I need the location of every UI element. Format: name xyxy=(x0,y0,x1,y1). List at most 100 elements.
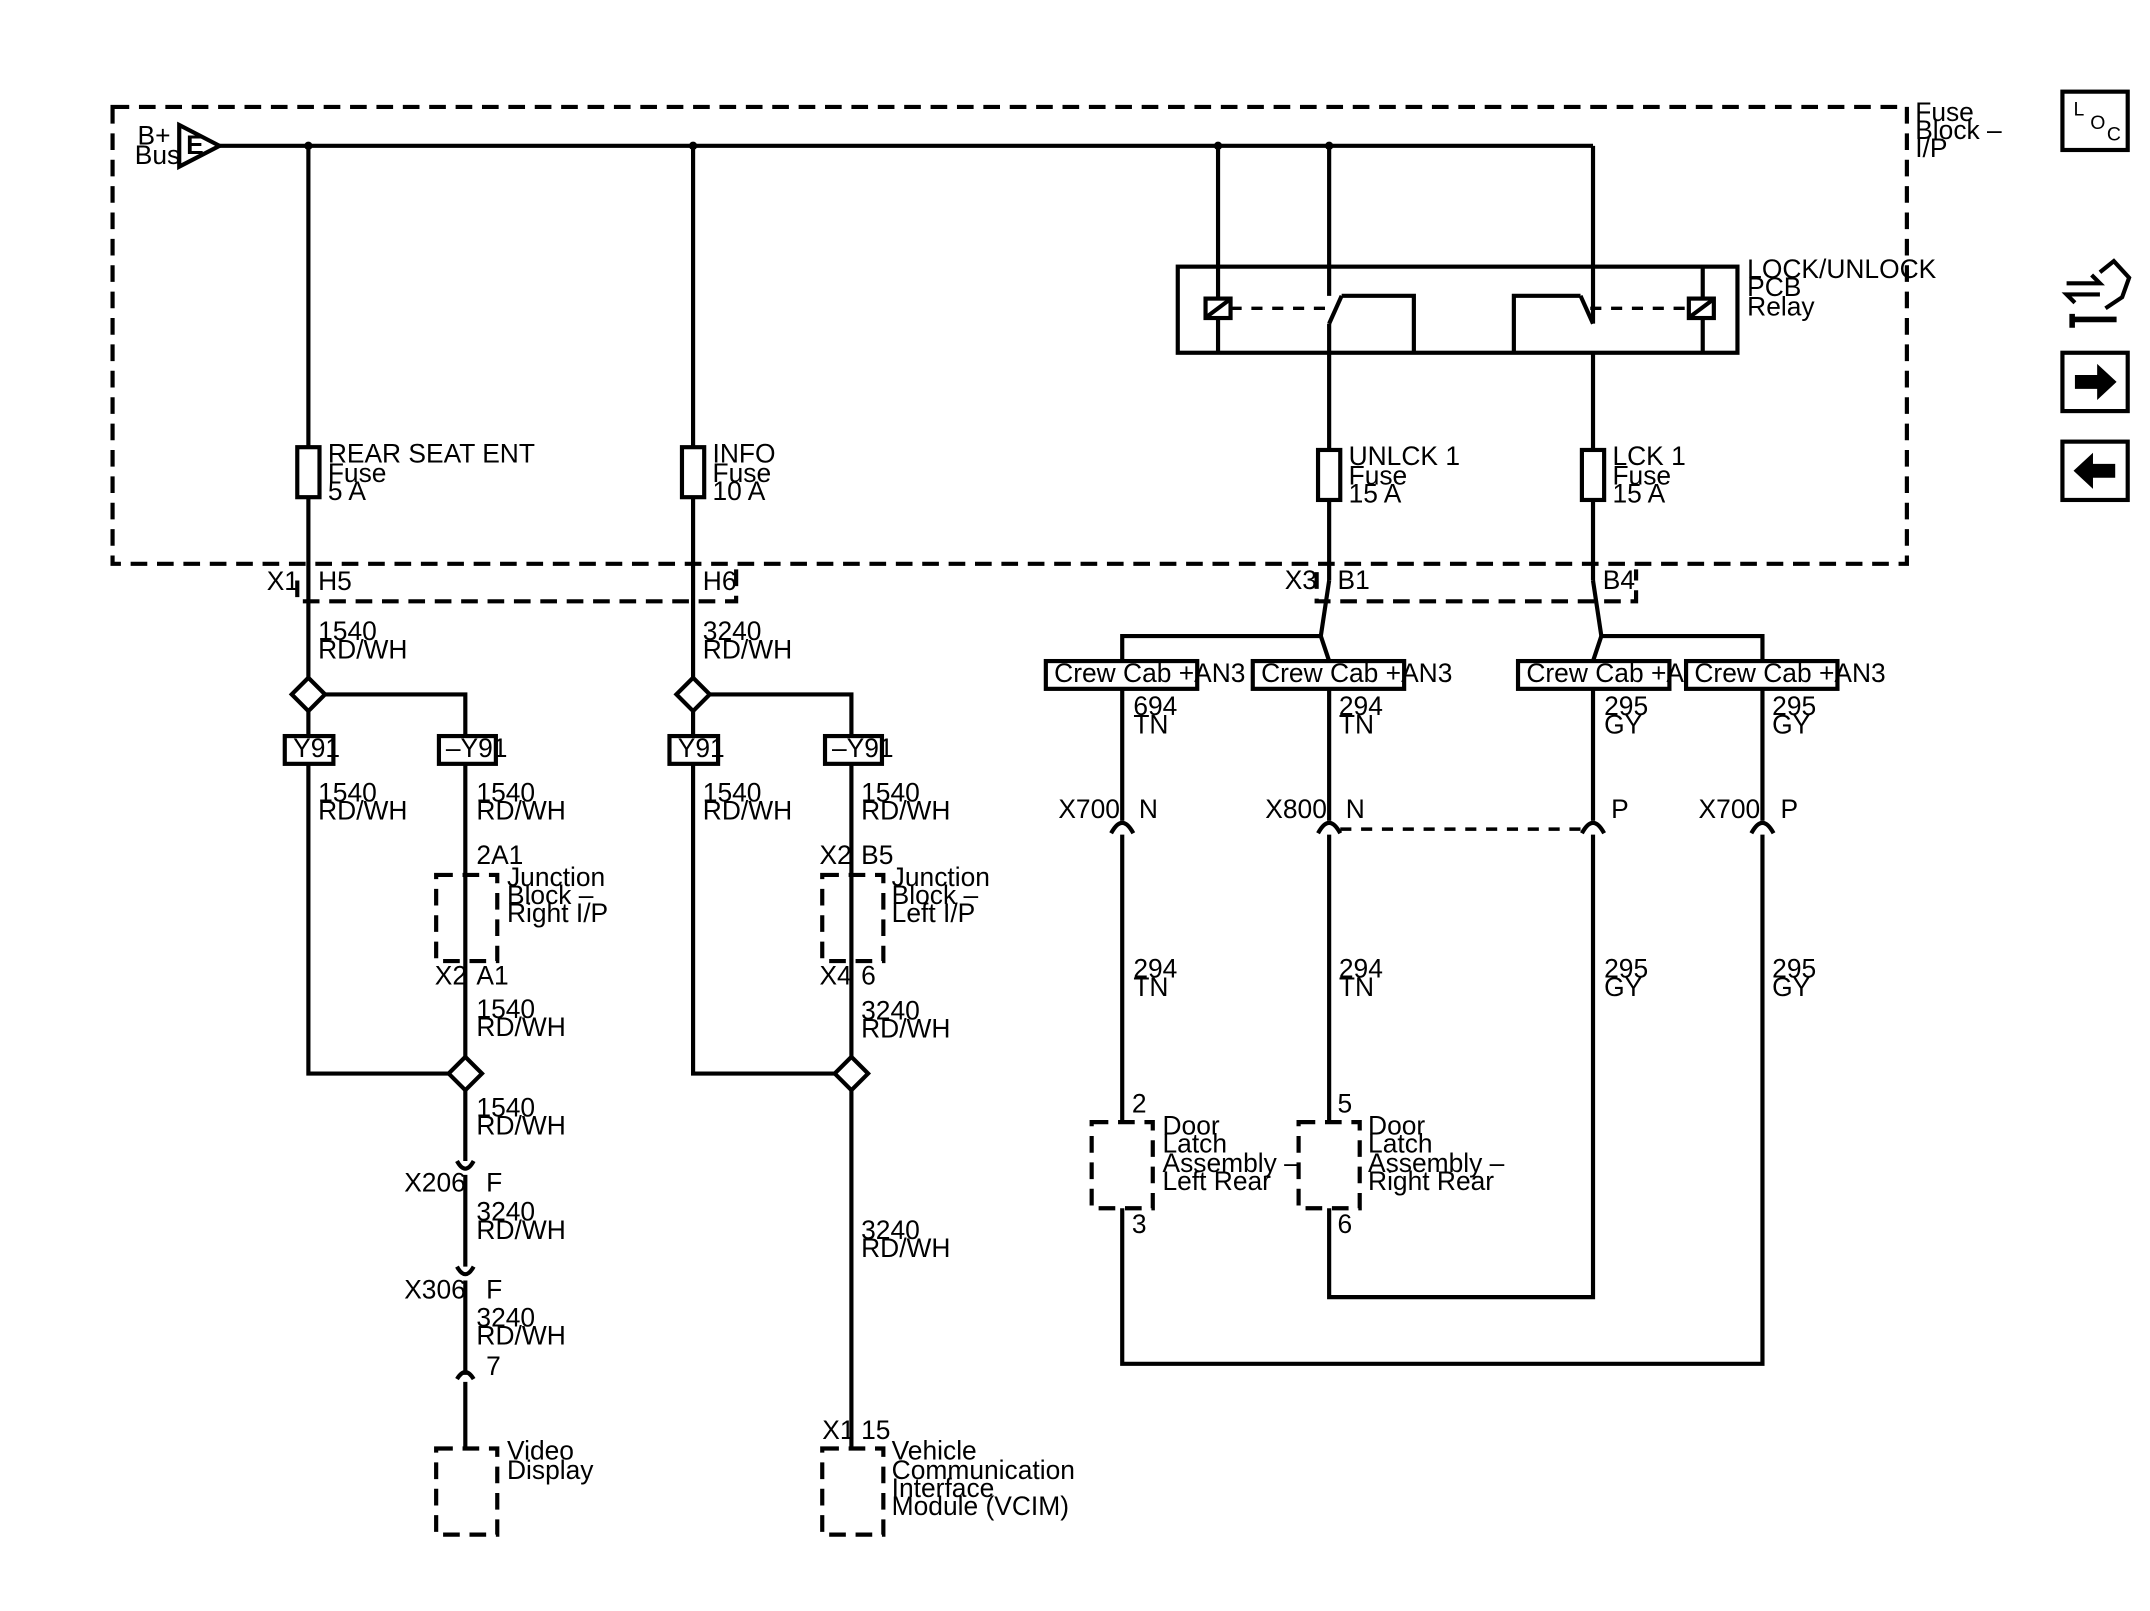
fuse-block-label-2: Block – xyxy=(1915,115,2002,145)
location-icon[interactable]: L O C xyxy=(2060,89,2130,153)
wire-label: 3240 xyxy=(861,1215,920,1245)
next-arrow-icon[interactable] xyxy=(2060,350,2130,414)
wire-label: RD/WH xyxy=(861,795,950,825)
pin-label: 15 xyxy=(861,1415,890,1445)
splice-diamond xyxy=(831,1053,872,1094)
wire-label: 3240 xyxy=(476,1197,535,1227)
pin-label: A1 xyxy=(476,961,508,991)
wire-label: 295 xyxy=(1772,691,1816,721)
wire-label: 1540 xyxy=(476,777,535,807)
fuse-label: Fuse xyxy=(1612,461,1671,491)
svg-text:O: O xyxy=(2090,112,2105,134)
wire-label: GY xyxy=(1772,709,1811,739)
fuse-info xyxy=(679,445,707,500)
wire-label: TN xyxy=(1133,709,1168,739)
pin-label: 6 xyxy=(1337,1209,1352,1239)
pin-label: 2A1 xyxy=(476,840,523,870)
fuse-label: 15 A xyxy=(1349,479,1402,509)
component-label: Video xyxy=(507,1436,574,1466)
wire-label: RD/WH xyxy=(861,1013,950,1043)
splice-diamond xyxy=(288,674,328,715)
bus-symbol-letter: E xyxy=(186,130,204,160)
fuse-label: UNLCK 1 xyxy=(1349,441,1460,471)
connector-label: X700 xyxy=(1699,794,1761,824)
component-label: Vehicle xyxy=(892,1436,977,1466)
wire-label: 1540 xyxy=(703,777,762,807)
wire-label: GY xyxy=(1772,972,1811,1002)
option-label: Crew Cab +AN3 xyxy=(1261,658,1452,688)
svg-text:L: L xyxy=(2074,98,2085,120)
video-display xyxy=(434,1446,500,1537)
wire-label: GY xyxy=(1604,709,1643,739)
wire-label: RD/WH xyxy=(703,795,792,825)
option-crew-cab xyxy=(1250,658,1407,691)
wire-label: TN xyxy=(1339,972,1374,1002)
wire-label: 295 xyxy=(1604,691,1648,721)
fuse-rear-seat-ent xyxy=(295,445,322,500)
fuse-block-outline xyxy=(110,104,1909,566)
wire-label: 294 xyxy=(1339,954,1383,984)
component-label: Block – xyxy=(507,880,594,910)
wire-label: TN xyxy=(1339,709,1374,739)
connector-label: X1 xyxy=(267,566,299,596)
fuse-label: 15 A xyxy=(1612,479,1665,509)
component-label: Assembly – xyxy=(1162,1148,1299,1178)
lock-unlock-relay xyxy=(1175,264,1740,355)
component-label: Block – xyxy=(892,880,979,910)
connector-label: X2 xyxy=(435,961,467,991)
wire-label: RD/WH xyxy=(476,795,565,825)
connector-label: X1 xyxy=(822,1415,854,1445)
wire-label: 3240 xyxy=(703,616,762,646)
wire-label: 1540 xyxy=(476,1093,535,1123)
wire-label: 1540 xyxy=(318,777,377,807)
wire-label: 1540 xyxy=(861,777,920,807)
option-label: Crew Cab +AN3 xyxy=(1694,658,1885,688)
fuse-label: Fuse xyxy=(1349,461,1408,491)
pin-label: P xyxy=(1781,794,1799,824)
previous-arrow-icon[interactable] xyxy=(2060,439,2130,503)
component-label: Latch xyxy=(1368,1129,1433,1159)
wire-label: 295 xyxy=(1604,954,1648,984)
option-crew-cab xyxy=(1043,658,1200,691)
connector-label: X800 xyxy=(1265,794,1327,824)
fuse-label: 5 A xyxy=(328,476,367,506)
wire-label: 1540 xyxy=(318,616,377,646)
wire-label: 294 xyxy=(1133,954,1177,984)
pin-label: 2 xyxy=(1132,1088,1147,1118)
component-label: Right I/P xyxy=(507,898,608,928)
connector-label: X4 xyxy=(819,961,851,991)
wire-label: RD/WH xyxy=(318,634,407,664)
option-label: –Y91 xyxy=(446,733,508,763)
component-label: Interface xyxy=(892,1473,995,1503)
door-latch-left-rear xyxy=(1089,1120,1155,1211)
wire-label: RD/WH xyxy=(476,1215,565,1245)
pin-label: 7 xyxy=(486,1351,501,1381)
pin-label: 5 xyxy=(1337,1088,1352,1118)
bus-label-1: B+ xyxy=(138,120,171,150)
connector-label: X306 xyxy=(404,1275,466,1305)
fuse-label: LCK 1 xyxy=(1612,441,1685,471)
component-label: Module (VCIM) xyxy=(892,1491,1069,1521)
fuse-block-label-1: Fuse xyxy=(1915,97,1974,127)
pin-label: P xyxy=(1611,794,1629,824)
connector-label: X3 xyxy=(1285,565,1317,595)
connector-label: X700 xyxy=(1058,794,1120,824)
wire-label: RD/WH xyxy=(476,1111,565,1141)
component-label: Door xyxy=(1162,1111,1219,1141)
option-not-y91 xyxy=(436,733,498,766)
service-info-icon[interactable] xyxy=(2061,258,2132,328)
wire-label: RD/WH xyxy=(476,1320,565,1350)
pin-label: B1 xyxy=(1337,565,1369,595)
connector-x1 xyxy=(295,569,739,604)
bus-label-2: Bus xyxy=(135,140,180,170)
pin-label: F xyxy=(486,1275,502,1305)
pin-label: N xyxy=(1139,794,1158,824)
component-label: Door xyxy=(1368,1111,1425,1141)
option-label: –Y91 xyxy=(832,733,894,763)
connector-x206 xyxy=(455,1159,476,1171)
component-label: Communication xyxy=(892,1455,1075,1485)
pin-label: 3 xyxy=(1132,1209,1147,1239)
relay-switch-left xyxy=(1327,294,1344,325)
fuse-label: INFO xyxy=(713,438,776,468)
